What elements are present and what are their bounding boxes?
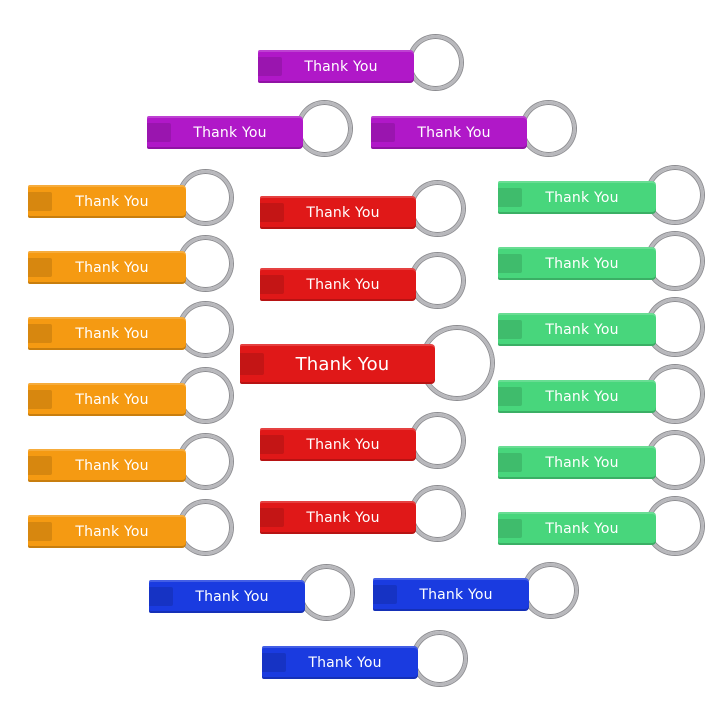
key-ring bbox=[412, 631, 467, 686]
opener-notch bbox=[498, 320, 522, 339]
orange-bottle-opener: Thank You bbox=[28, 251, 186, 284]
red-bottle-opener: Thank You bbox=[240, 344, 435, 384]
opener-notch bbox=[260, 203, 284, 222]
orange-bottle-opener: Thank You bbox=[28, 515, 186, 548]
engraved-label: Thank You bbox=[545, 321, 619, 338]
green-bottle-opener: Thank You bbox=[498, 181, 656, 214]
red-bottle-opener: Thank You bbox=[260, 268, 416, 301]
opener-notch bbox=[498, 453, 522, 472]
orange-bottle-opener: Thank You bbox=[28, 383, 186, 416]
engraved-label: Thank You bbox=[304, 58, 378, 75]
engraved-label: Thank You bbox=[75, 259, 149, 276]
engraved-label: Thank You bbox=[545, 189, 619, 206]
purple-bottle-opener: Thank You bbox=[371, 116, 527, 149]
opener-notch bbox=[147, 123, 171, 142]
green-bottle-opener: Thank You bbox=[498, 446, 656, 479]
engraved-label: Thank You bbox=[545, 454, 619, 471]
opener-notch bbox=[240, 352, 264, 376]
opener-notch bbox=[28, 258, 52, 277]
opener-notch bbox=[28, 192, 52, 211]
key-ring bbox=[410, 181, 465, 236]
green-bottle-opener: Thank You bbox=[498, 512, 656, 545]
engraved-label: Thank You bbox=[306, 204, 380, 221]
key-ring bbox=[523, 563, 578, 618]
opener-notch bbox=[498, 519, 522, 538]
opener-notch bbox=[498, 254, 522, 273]
key-ring bbox=[178, 236, 233, 291]
engraved-label: Thank You bbox=[545, 388, 619, 405]
blue-bottle-opener: Thank You bbox=[262, 646, 418, 679]
red-bottle-opener: Thank You bbox=[260, 501, 416, 534]
red-bottle-opener: Thank You bbox=[260, 196, 416, 229]
opener-notch bbox=[262, 653, 286, 672]
opener-notch bbox=[260, 508, 284, 527]
engraved-label: Thank You bbox=[75, 523, 149, 540]
purple-bottle-opener: Thank You bbox=[258, 50, 414, 83]
key-ring bbox=[178, 434, 233, 489]
green-bottle-opener: Thank You bbox=[498, 313, 656, 346]
opener-notch bbox=[498, 188, 522, 207]
opener-notch bbox=[149, 587, 173, 606]
key-ring bbox=[410, 253, 465, 308]
blue-bottle-opener: Thank You bbox=[149, 580, 305, 613]
key-ring bbox=[410, 413, 465, 468]
opener-notch bbox=[28, 324, 52, 343]
engraved-label: Thank You bbox=[545, 520, 619, 537]
key-ring bbox=[408, 35, 463, 90]
green-bottle-opener: Thank You bbox=[498, 380, 656, 413]
engraved-label: Thank You bbox=[195, 588, 269, 605]
opener-notch bbox=[260, 275, 284, 294]
engraved-label: Thank You bbox=[75, 391, 149, 408]
orange-bottle-opener: Thank You bbox=[28, 317, 186, 350]
engraved-label: Thank You bbox=[419, 586, 493, 603]
key-ring bbox=[178, 170, 233, 225]
engraved-label: Thank You bbox=[306, 509, 380, 526]
engraved-label: Thank You bbox=[193, 124, 267, 141]
blue-bottle-opener: Thank You bbox=[373, 578, 529, 611]
engraved-label: Thank You bbox=[295, 353, 390, 375]
purple-bottle-opener: Thank You bbox=[147, 116, 303, 149]
engraved-label: Thank You bbox=[545, 255, 619, 272]
engraved-label: Thank You bbox=[75, 193, 149, 210]
opener-notch bbox=[28, 522, 52, 541]
engraved-label: Thank You bbox=[306, 276, 380, 293]
engraved-label: Thank You bbox=[417, 124, 491, 141]
engraved-label: Thank You bbox=[306, 436, 380, 453]
green-bottle-opener: Thank You bbox=[498, 247, 656, 280]
key-ring bbox=[178, 500, 233, 555]
key-ring bbox=[297, 101, 352, 156]
key-ring bbox=[178, 368, 233, 423]
engraved-label: Thank You bbox=[75, 457, 149, 474]
key-ring bbox=[178, 302, 233, 357]
key-ring bbox=[521, 101, 576, 156]
opener-notch bbox=[373, 585, 397, 604]
engraved-label: Thank You bbox=[308, 654, 382, 671]
orange-bottle-opener: Thank You bbox=[28, 449, 186, 482]
red-bottle-opener: Thank You bbox=[260, 428, 416, 461]
opener-notch bbox=[258, 57, 282, 76]
opener-notch bbox=[28, 390, 52, 409]
opener-notch bbox=[498, 387, 522, 406]
key-ring bbox=[299, 565, 354, 620]
engraved-label: Thank You bbox=[75, 325, 149, 342]
opener-notch bbox=[28, 456, 52, 475]
key-ring bbox=[410, 486, 465, 541]
opener-notch bbox=[371, 123, 395, 142]
opener-notch bbox=[260, 435, 284, 454]
orange-bottle-opener: Thank You bbox=[28, 185, 186, 218]
